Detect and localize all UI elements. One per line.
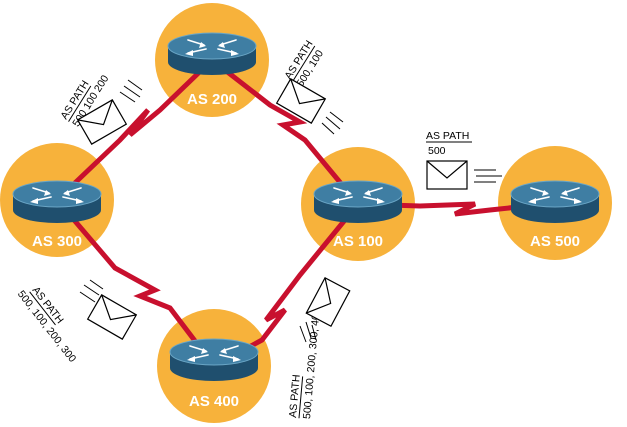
router-icon (167, 32, 257, 76)
update-as100-to-as200: AS PATH 500, 100 (276, 38, 344, 135)
envelope-icon (276, 78, 326, 124)
motion-lines (299, 321, 317, 343)
router-icon (313, 180, 403, 224)
router-icon (510, 180, 600, 224)
update-as300-to-as400: AS PATH 500, 100, 200, 300 (15, 279, 137, 365)
link-as300-as400 (55, 198, 216, 368)
as-label: AS 200 (187, 91, 237, 108)
motion-lines (119, 79, 143, 103)
router-as500[interactable]: AS 500 (510, 180, 600, 250)
as-label: AS 300 (32, 233, 82, 250)
link-layer (55, 58, 556, 369)
update-as400-to-as100: AS PATH 500, 100, 200, 300, 400 (287, 277, 351, 420)
router-as200[interactable]: AS 200 (167, 32, 257, 108)
router-as300[interactable]: AS 300 (12, 180, 102, 250)
motion-lines (474, 169, 502, 183)
as-path-value: 500, 100, 200, 300, 400 (301, 308, 323, 420)
as-label: AS 500 (530, 233, 580, 250)
link-as200-as100 (210, 58, 360, 206)
motion-lines (321, 111, 344, 135)
envelope-icon (426, 160, 468, 190)
as-label: AS 400 (189, 393, 239, 410)
router-as100[interactable]: AS 100 (313, 180, 403, 250)
motion-lines (79, 279, 104, 303)
update-as500-to-as100: AS PATH 500 (426, 130, 502, 190)
as-path-title: AS PATH (287, 374, 303, 418)
router-icon (169, 338, 259, 382)
as-path-title: AS PATH (426, 130, 469, 142)
link-as300-as200 (55, 58, 214, 202)
router-as400[interactable]: AS 400 (169, 338, 259, 410)
link-as100-as500 (357, 200, 556, 217)
as-label: AS 100 (333, 233, 383, 250)
link-as100-as400 (212, 202, 360, 369)
router-icon (12, 180, 102, 224)
as-path-value: 500 (428, 145, 446, 157)
